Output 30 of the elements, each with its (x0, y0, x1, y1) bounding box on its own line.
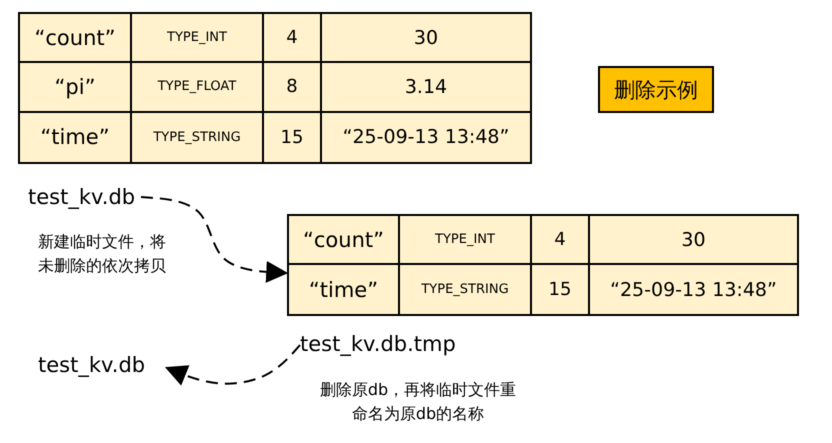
dashed-arrow (140, 196, 288, 283)
table-cell: “time” (20, 112, 132, 162)
table-cell: “pi” (20, 63, 132, 113)
table-cell: TYPE_INT (400, 216, 532, 265)
table-cell: “count” (20, 14, 132, 64)
note-text: 新建临时文件，将未删除的依次拷贝 (38, 231, 167, 277)
table-cell: 4 (264, 14, 322, 64)
table-cell: “count” (289, 216, 400, 265)
title-tag: 删除示例 (598, 66, 714, 113)
file-name: test_kv.db (28, 182, 140, 212)
file-name: test_kv.db.tmp (300, 329, 470, 359)
table-cell: TYPE_INT (132, 14, 264, 64)
table-cell: TYPE_FLOAT (132, 63, 264, 113)
file-name: test_kv.db (38, 350, 166, 380)
table-cell: TYPE_STRING (132, 112, 264, 162)
table-cell-text: “25-09-13 13:48” (342, 125, 510, 150)
table-cell: 3.14 (322, 63, 530, 113)
dashed-arrow (164, 344, 301, 386)
table-cell: 15 (532, 265, 590, 314)
table-cell-text: “25-09-13 13:48” (609, 278, 778, 302)
table-cell: 30 (590, 216, 797, 265)
table-cell: “time” (289, 265, 400, 314)
note-text: 删除原db，再将临时文件重命名为原db的名称 (318, 379, 518, 425)
data-table (287, 214, 799, 316)
table-cell: 8 (264, 63, 322, 113)
data-table (18, 12, 532, 164)
table-cell: 30 (322, 14, 530, 64)
table-cell: 4 (532, 216, 590, 265)
table-cell: TYPE_STRING (400, 265, 532, 314)
table-cell: 15 (264, 112, 322, 162)
